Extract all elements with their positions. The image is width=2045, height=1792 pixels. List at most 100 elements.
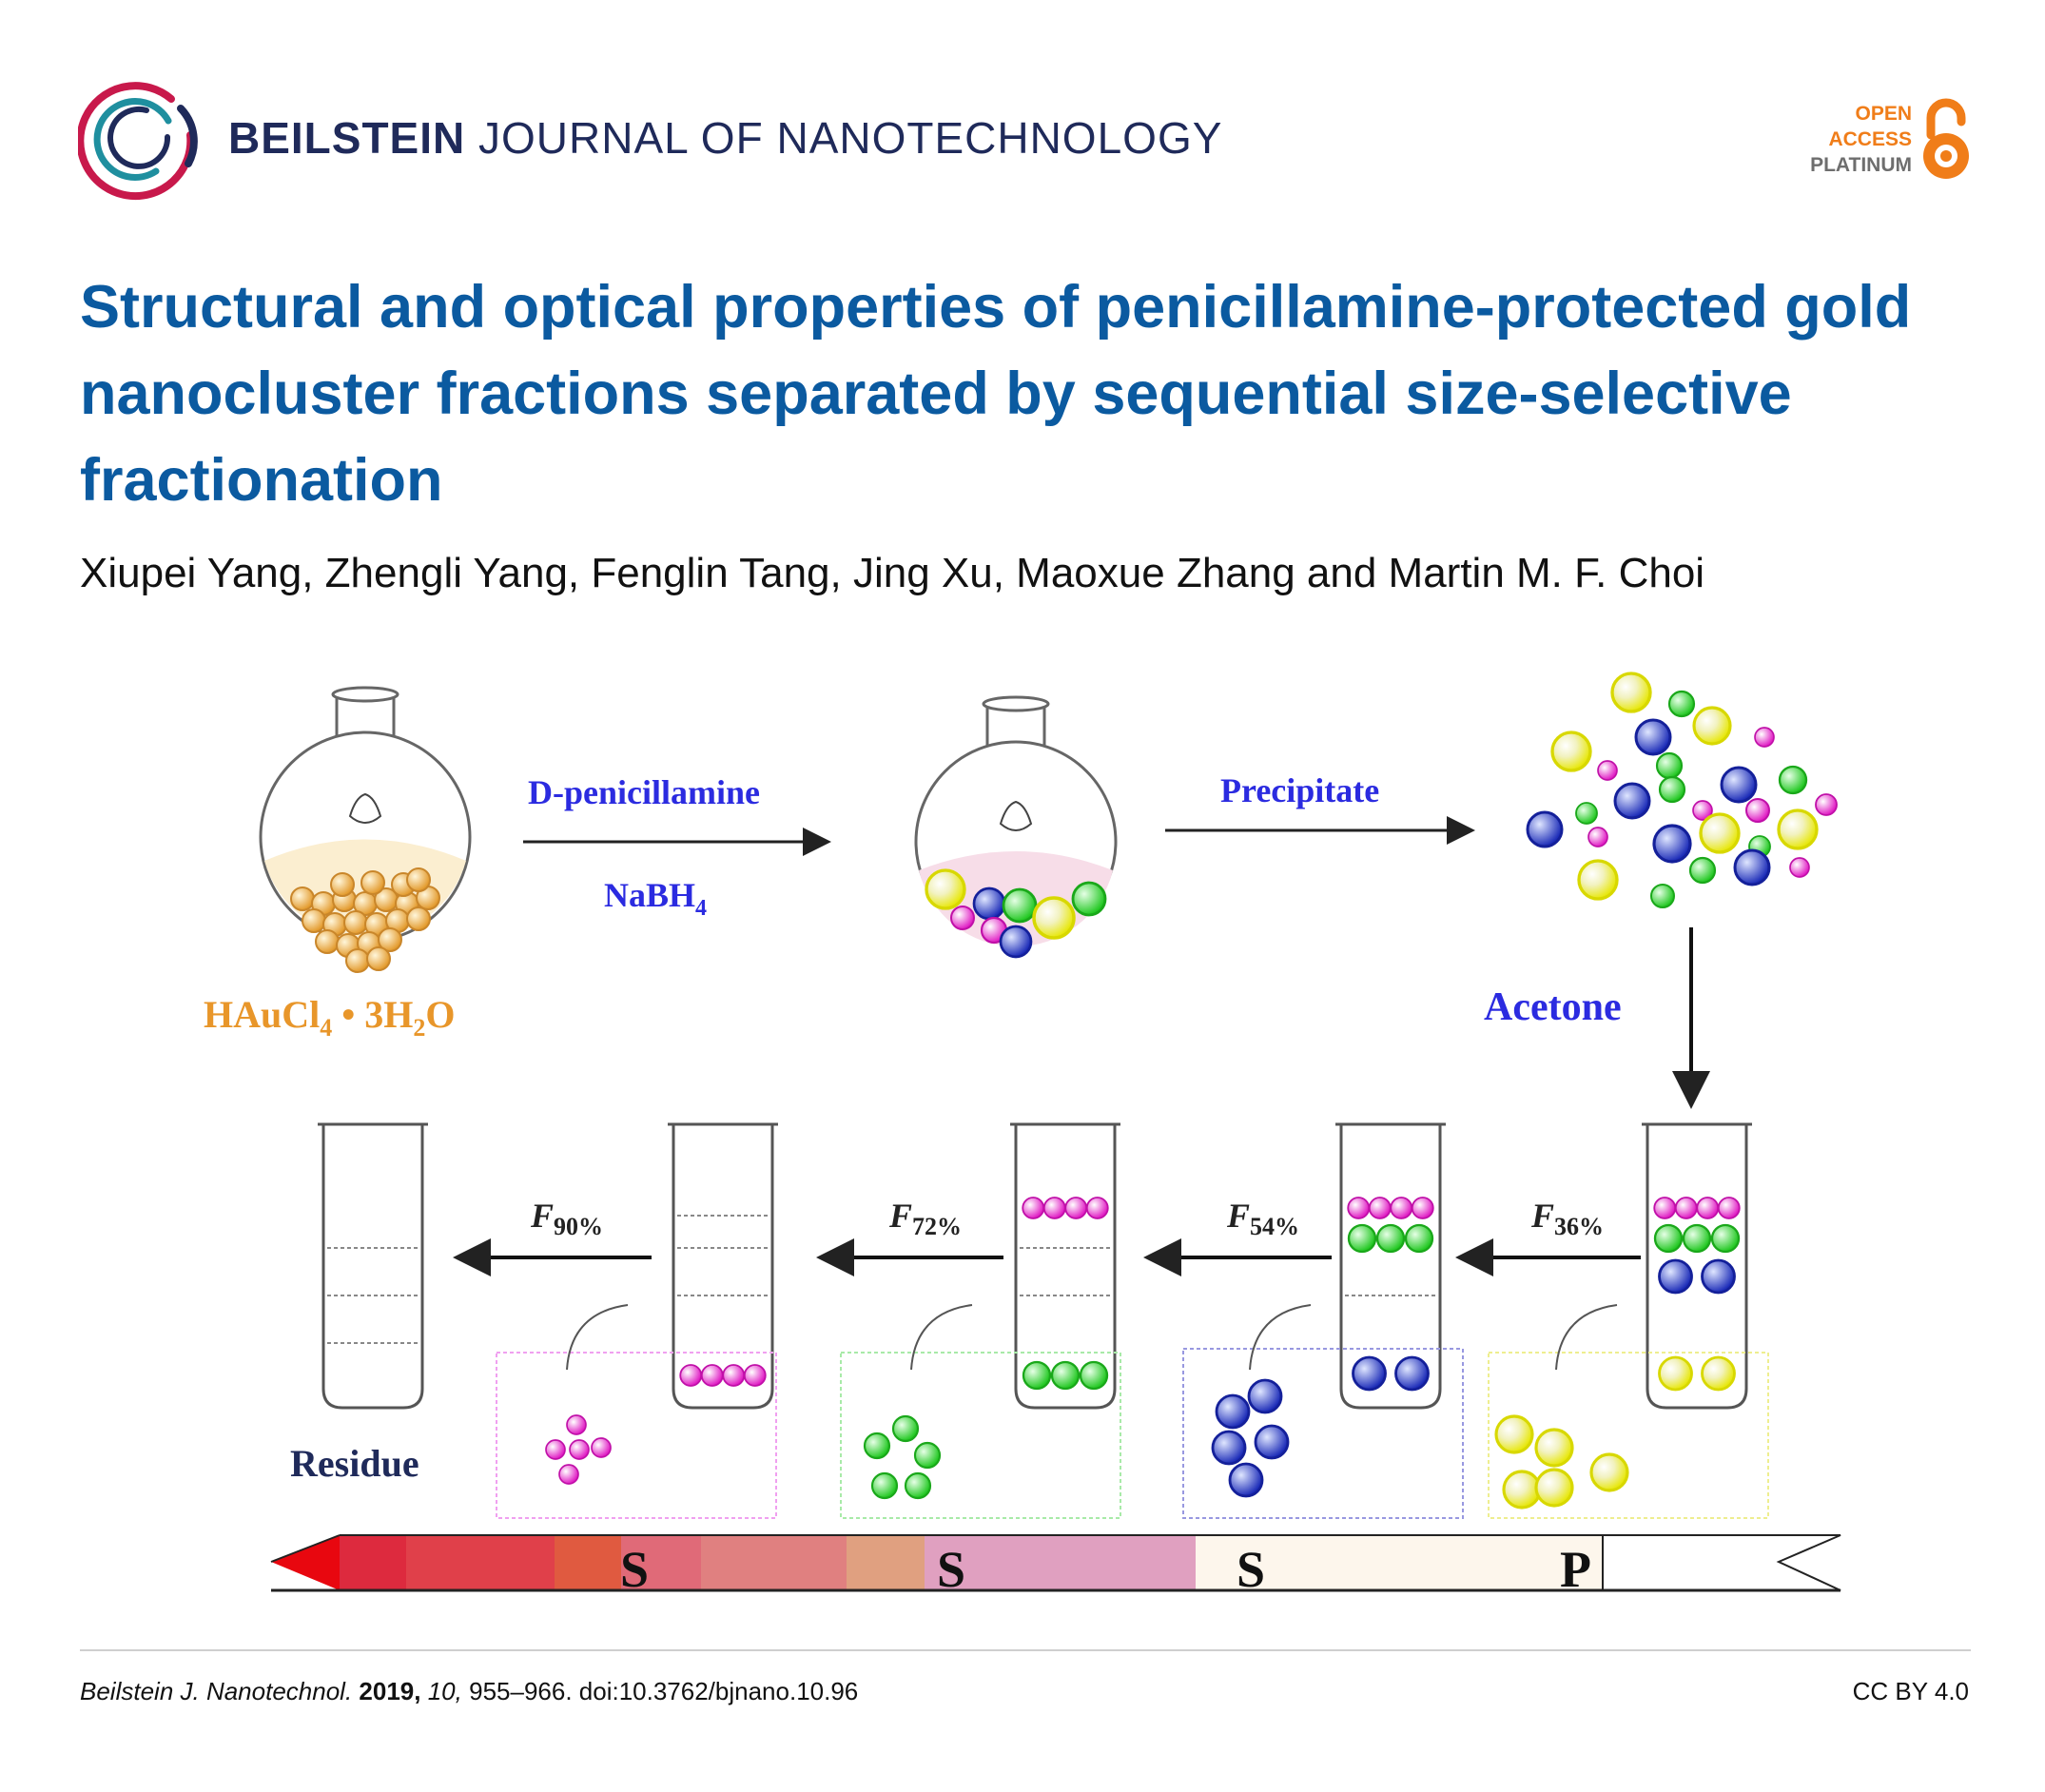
scale-label-2: S	[937, 1541, 965, 1598]
reagent-nabh4: NaBH4	[604, 876, 707, 921]
svg-text:F90%: F90%	[530, 1197, 603, 1240]
gold-precursor-particle	[360, 870, 385, 895]
tube-particle	[1390, 1197, 1413, 1219]
tube-particle	[679, 1364, 703, 1387]
tube-particle	[1717, 1197, 1741, 1219]
tube-particle	[1347, 1197, 1371, 1219]
green-fraction-particle	[863, 1432, 891, 1460]
citation-pages-doi: 955–966. doi:10.3762/bjnano.10.96	[469, 1677, 859, 1705]
test-tube-5	[1646, 1124, 1748, 1410]
gold-precursor-particle	[345, 948, 370, 973]
license: CC BY 4.0	[1852, 1677, 1969, 1705]
tube-particle	[1682, 1223, 1712, 1254]
green-fraction-particle	[870, 1471, 899, 1500]
nanocluster-particle	[1652, 824, 1692, 864]
tube-particle	[1079, 1360, 1109, 1391]
tube-particle	[1658, 1355, 1693, 1392]
yellow-fraction-particle	[1534, 1428, 1574, 1468]
green-fraction-particle	[913, 1441, 942, 1470]
tube-particle	[700, 1364, 724, 1387]
tube-particle	[1674, 1197, 1698, 1219]
nanocluster-particle	[1692, 800, 1713, 821]
tube-particle	[1022, 1360, 1052, 1391]
open-access-badge: OPEN ACCESS PLATINUM	[1810, 101, 1912, 178]
residue-label: Residue	[290, 1442, 419, 1485]
nanocluster-particle	[1745, 798, 1770, 823]
gold-precursor-particle	[343, 910, 368, 935]
test-tube-4	[1339, 1124, 1442, 1410]
beilstein-logo-icon	[78, 82, 198, 201]
fraction-step-f36: F36%	[1455, 1197, 1641, 1276]
article-title: Structural and optical properties of pen…	[80, 274, 1912, 514]
yellow-fraction-box	[1488, 1352, 1769, 1519]
fraction-step-f72: F72%	[816, 1197, 1003, 1276]
tube-particle	[1701, 1258, 1736, 1295]
yellow-fraction-particle	[1534, 1468, 1574, 1508]
nanocluster-particle	[1688, 856, 1717, 885]
test-tubes	[318, 1122, 1752, 1410]
nanocluster-particle	[1597, 760, 1618, 781]
tube-particle	[1352, 1355, 1387, 1392]
step-precipitate: Precipitate	[1220, 771, 1379, 809]
tube-particle	[1411, 1197, 1434, 1219]
blue-fraction-particle	[1215, 1393, 1251, 1430]
tube-particle	[1347, 1223, 1377, 1254]
tube-particle	[1022, 1197, 1045, 1219]
blue-fraction-particle	[1254, 1424, 1290, 1460]
yellow-fraction-particle	[1502, 1470, 1542, 1510]
article-authors: Xiupei Yang, Zhengli Yang, Fenglin Tang,…	[80, 550, 1705, 596]
nanocluster-particle	[1071, 881, 1107, 917]
nanocluster-particle	[999, 925, 1033, 959]
nanocluster-particle	[1577, 859, 1619, 901]
nanocluster-particle	[1777, 808, 1819, 850]
nanocluster-particle	[925, 868, 966, 910]
tube-particle	[1050, 1360, 1081, 1391]
mixed-nanocluster-particles	[925, 868, 1107, 959]
fraction-step-f54: F54%	[1143, 1197, 1332, 1276]
gold-precursor-particle	[406, 906, 431, 931]
nanocluster-particle	[1526, 810, 1564, 848]
nanocluster-particle	[1778, 765, 1808, 795]
nanocluster-particle	[1789, 857, 1810, 878]
yellow-fraction-particle	[1589, 1452, 1629, 1492]
nanocluster-particle	[1720, 766, 1758, 804]
tube-particle	[1658, 1258, 1693, 1295]
tube-particle	[1085, 1197, 1109, 1219]
magenta-fraction-particle	[558, 1464, 579, 1485]
yellow-fraction-particle	[1494, 1414, 1534, 1454]
tube-particle	[1394, 1355, 1430, 1392]
gold-precursor-particle	[378, 927, 402, 952]
nanocluster-particle	[1655, 751, 1684, 780]
magenta-fraction-particle	[566, 1414, 587, 1435]
scale-label-4: P	[1560, 1541, 1591, 1598]
precursor-label: HAuCl4 • 3H2O	[204, 993, 456, 1042]
nanocluster-particle	[1658, 775, 1686, 804]
fraction-step-f90: F90%	[453, 1197, 652, 1276]
green-fraction-particle	[891, 1414, 920, 1443]
gold-precursor-particle	[406, 867, 431, 892]
nanocluster-particle	[1650, 884, 1675, 908]
blue-fraction-particle	[1211, 1430, 1247, 1466]
gold-precursor-particle	[290, 886, 315, 911]
magenta-fraction-particle	[569, 1439, 590, 1460]
svg-text:F72%: F72%	[888, 1197, 962, 1240]
tube-particle	[743, 1364, 767, 1387]
nanocluster-particle	[1002, 887, 1038, 924]
nanocluster-particle	[1550, 730, 1592, 772]
svg-text:F54%: F54%	[1226, 1197, 1299, 1240]
nanocluster-particle	[1754, 727, 1775, 748]
tube-particle	[1701, 1355, 1736, 1392]
citation-volume: 10,	[427, 1677, 462, 1705]
nanocluster-particle	[1699, 812, 1741, 854]
gold-precursor-particle	[315, 929, 340, 954]
open-access-line-2: ACCESS	[1828, 128, 1912, 150]
gold-precursor-particles	[290, 867, 440, 973]
open-access-line-3: PLATINUM	[1810, 154, 1912, 176]
step-acetone: Acetone	[1484, 985, 1622, 1029]
gold-precursor-particle	[302, 908, 326, 933]
tube-particle	[1696, 1197, 1720, 1219]
tube-particle	[1368, 1197, 1392, 1219]
reagent-d-penicillamine: D-penicillamine	[528, 773, 760, 811]
graphical-abstract: HAuCl4 • 3H2O D-penicillamine NaBH4 Prec…	[204, 672, 1841, 1598]
nanocluster-particle	[1733, 848, 1771, 886]
